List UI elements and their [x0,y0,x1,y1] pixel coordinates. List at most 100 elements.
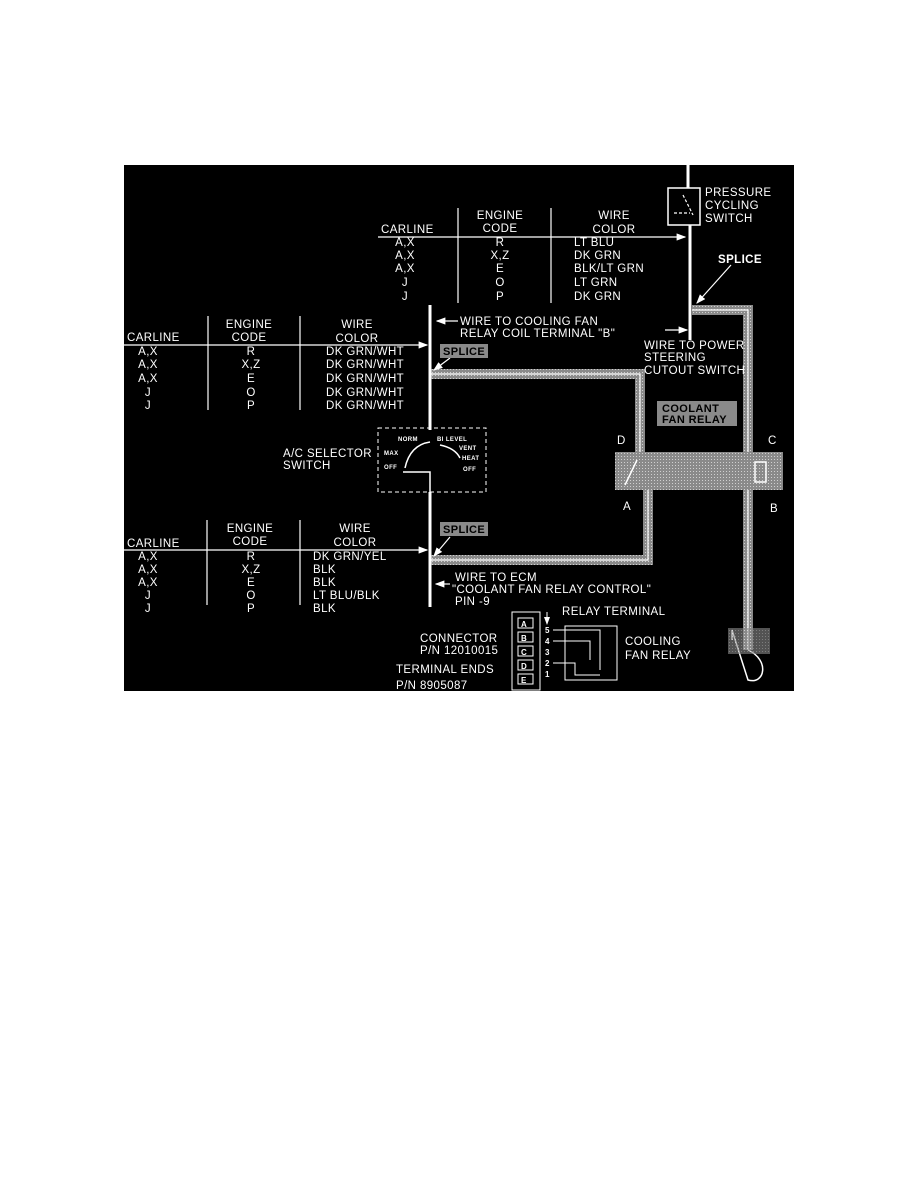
svg-text:FAN RELAY: FAN RELAY [625,650,691,662]
table-row: J P DK GRN [402,291,621,303]
terminal-ends-label: TERMINAL ENDS P/N 8905087 [396,664,494,692]
svg-text:DK GRN/WHT: DK GRN/WHT [326,400,404,412]
table-row: A,X R LT BLU [395,237,614,249]
svg-text:J: J [402,277,408,289]
svg-text:VENT: VENT [459,446,477,452]
svg-text:A,X: A,X [138,373,158,385]
header-carline: CARLINE [127,538,180,550]
svg-text:PRESSURE: PRESSURE [705,187,771,199]
ac-selector-label: A/C SELECTOR SWITCH [283,448,372,472]
cooling-fan-relay-label: COOLING FAN RELAY [625,636,691,662]
svg-text:J: J [145,603,151,615]
svg-text:PIN -9: PIN -9 [455,596,490,608]
cooling-fan-wire-label: WIRE TO COOLING FAN RELAY COIL TERMINAL … [460,316,615,340]
pressure-switch-label: PRESSURE CYCLING SWITCH [705,187,771,225]
svg-text:DK GRN/WHT: DK GRN/WHT [326,373,404,385]
svg-text:J: J [402,291,408,303]
header-code: CODE [233,536,268,548]
svg-text:BLK: BLK [313,577,336,589]
coolant-fan-relay-label: COOLANT FAN RELAY [662,403,727,426]
svg-text:E: E [496,263,504,275]
svg-text:TERMINAL ENDS: TERMINAL ENDS [396,664,494,676]
signal-wires [428,165,692,607]
svg-text:D: D [521,662,527,671]
svg-text:DK GRN/WHT: DK GRN/WHT [326,346,404,358]
svg-text:SWITCH: SWITCH [705,213,753,225]
svg-text:BI LEVEL: BI LEVEL [437,437,467,443]
svg-text:P: P [247,603,255,615]
svg-text:RELAY COIL TERMINAL "B": RELAY COIL TERMINAL "B" [460,328,615,340]
svg-text:A,X: A,X [395,237,415,249]
connector: A B C D E 5 4 3 2 1 [511,611,550,691]
svg-text:CYCLING: CYCLING [705,200,759,212]
svg-text:A,X: A,X [395,250,415,262]
power-steering-label: WIRE TO POWER STEERING CUTOUT SWITCH [644,340,745,377]
svg-text:R: R [496,237,505,249]
svg-text:LT GRN: LT GRN [574,277,618,289]
svg-text:R: R [247,346,256,358]
svg-text:D: D [617,435,626,447]
relay-terminal-letters: D C A B [617,435,778,515]
ecm-wire-label: WIRE TO ECM "COOLANT FAN RELAY CONTROL" … [452,572,651,608]
svg-text:WIRE TO ECM: WIRE TO ECM [455,572,537,584]
coolant-fan-relay-body [615,452,783,490]
svg-text:X,Z: X,Z [490,250,509,262]
svg-text:BLK: BLK [313,603,336,615]
svg-text:2: 2 [545,659,550,668]
header-wire: WIRE [341,319,373,331]
table-row: A,X X,Z DK GRN [395,250,621,262]
header-color: COLOR [336,333,379,345]
splice-label-top: SPLICE [718,254,762,266]
svg-text:DK GRN/YEL: DK GRN/YEL [313,551,387,563]
table-row: A,X E DK GRN/WHT [138,373,404,385]
svg-text:BLK/LT GRN: BLK/LT GRN [574,263,644,275]
header-wire: WIRE [339,523,371,535]
ac-selector-switch[interactable] [377,427,487,493]
cooling-fan-relay-box [564,625,618,681]
svg-text:O: O [246,590,255,602]
svg-text:DK GRN: DK GRN [574,291,621,303]
svg-text:O: O [246,387,255,399]
svg-text:A,X: A,X [138,551,158,563]
relay-terminal-label: RELAY TERMINAL [562,606,666,618]
svg-text:P: P [496,291,504,303]
svg-text:MAX: MAX [384,451,399,457]
header-color: COLOR [593,224,636,236]
svg-text:5: 5 [545,626,550,635]
svg-text:DK GRN: DK GRN [574,250,621,262]
svg-text:A/C SELECTOR: A/C SELECTOR [283,448,372,460]
svg-text:J: J [145,387,151,399]
svg-text:CONNECTOR: CONNECTOR [420,633,498,645]
svg-text:E: E [247,373,255,385]
connector-label: CONNECTOR P/N 12010015 [420,633,498,657]
svg-text:R: R [247,551,256,563]
header-carline: CARLINE [381,224,434,236]
svg-text:4: 4 [545,637,550,646]
svg-text:P/N 12010015: P/N 12010015 [420,645,498,657]
header-color: COLOR [334,537,377,549]
svg-text:E: E [247,577,255,589]
svg-text:COOLANT: COOLANT [662,403,719,415]
svg-text:A,X: A,X [138,577,158,589]
svg-text:A,X: A,X [395,263,415,275]
svg-text:OFF: OFF [463,467,476,473]
svg-text:J: J [145,400,151,412]
header-code: CODE [232,332,267,344]
svg-text:HEAT: HEAT [462,456,480,462]
table-row: J P BLK [145,603,336,615]
svg-text:A,X: A,X [138,346,158,358]
svg-text:A: A [623,501,631,513]
svg-text:FAN RELAY: FAN RELAY [662,414,727,426]
svg-text:O: O [495,277,504,289]
table-row: A,X E BLK [138,577,336,589]
header-engine: ENGINE [477,210,524,222]
svg-text:WIRE TO COOLING FAN: WIRE TO COOLING FAN [460,316,598,328]
svg-text:WIRE TO POWER: WIRE TO POWER [644,340,745,352]
svg-text:LT BLU: LT BLU [574,237,614,249]
